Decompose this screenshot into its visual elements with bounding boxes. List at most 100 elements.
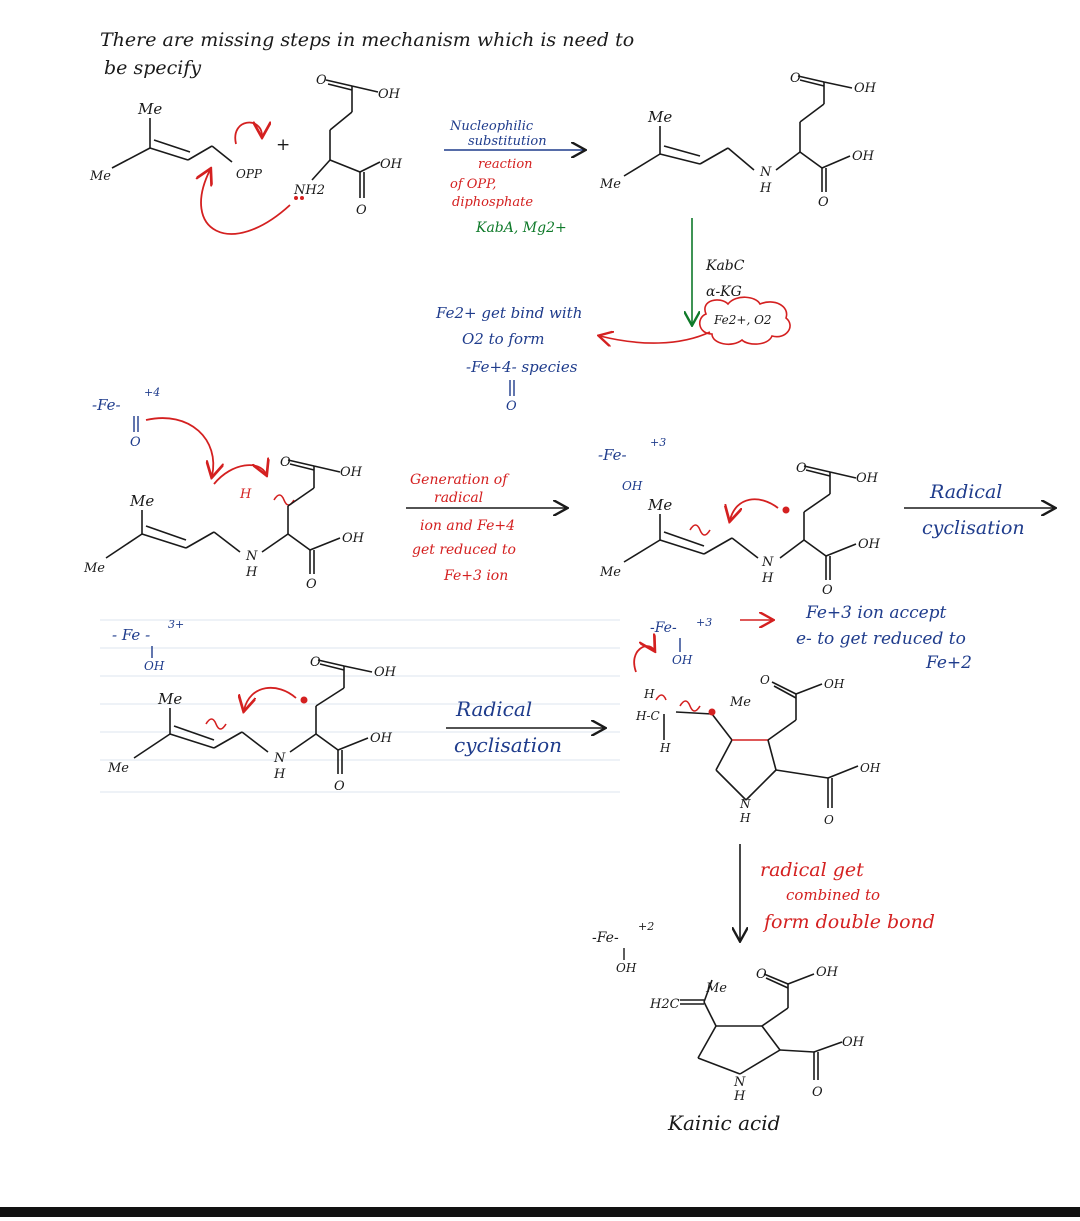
rad1-o-bottom: O [822,583,833,598]
radical-intermediate-2 [133,659,373,774]
product1-n: N [759,165,772,180]
arrow1-text-1: substitution [468,134,547,149]
radical-intermediate-1 [623,465,857,580]
glutamate-oh-top: OH [378,87,401,102]
lone-pair-dot [300,196,304,200]
product1-o-top: O [790,71,801,86]
sub-left-oh-top: OH [340,465,363,480]
akg-label: α-KG [706,284,742,300]
radical-dot-3 [708,708,716,716]
note-line-2: -Fe+4- species [466,358,578,376]
arrow3-text-3: get reduced to [412,542,516,558]
product1-me-top: Me [647,108,672,126]
arrow4-text-1: cyclisation [454,733,562,757]
arrow5-text-1: combined to [786,886,880,904]
sub-left-oh-bottom: OH [342,531,365,546]
rad2-h: H [273,767,286,782]
fe-note-1: e- to get reduced to [796,629,966,649]
product1-oh-bottom: OH [852,149,875,164]
kainic-me: Me [705,981,727,996]
glutamate-o-top: O [316,73,327,88]
cyclisation-top-1: cyclisation [922,517,1025,539]
product1-me-left: Me [599,177,621,192]
cyclisation-top-0: Radical [929,481,1002,503]
arrow3-text-4: Fe+3 ion [443,568,508,584]
curly-arrow-h [213,465,266,485]
rad2-me-left: Me [107,761,129,776]
curly-arrow-nh2-attack [201,170,291,235]
arrow1-text-0: Nucleophilic [449,119,534,134]
sub-left-me-left: Me [83,561,105,576]
glutamate-o-bottom: O [356,203,367,218]
sub-left-h: H [245,565,258,580]
curly-arrow-opp-leaving [234,123,262,145]
glutamate [311,79,381,198]
arrow3-text-0: Generation of [410,472,510,488]
hcc-hc: H-C [635,709,660,723]
fe2-oh: OH [616,961,637,975]
sub-left-o-top: O [280,455,291,470]
product1-o-bottom: O [818,195,829,210]
curly-arrow-oxo [145,417,213,476]
kabc-label: KabC [705,258,745,274]
prenyl-me-left: Me [89,169,111,184]
fe3-right: -Fe- [598,446,627,464]
fe3-left-charge: 3+ [168,618,184,631]
fe4-left-o: O [130,435,141,450]
rad1-o-top: O [796,461,807,476]
fe3-right-2-charge: +3 [696,616,712,629]
arrow3-text-2: ion and Fe+4 [420,518,515,534]
rad1-h: H [761,571,774,586]
pyrrolidine-radical [663,681,859,808]
fishhook-arrow-2 [689,524,711,536]
notebook-rules [100,619,620,793]
prenyl-glutamate-product [623,75,853,192]
kainic-oh-top: OH [816,965,839,980]
rad1-n: N [761,555,774,570]
sub-left-n: N [245,549,258,564]
h-label: H [239,487,252,502]
fe2-charge: +2 [638,920,654,933]
plus-sign: + [276,135,290,155]
note-oxo-bond [509,380,515,396]
fe-o2-label: Fe2+, O2 [713,313,772,327]
rad1-oh-bottom: OH [858,537,881,552]
heading: There are missing steps in mechanism whi… [100,29,634,79]
kainic-o-bottom: O [812,1085,823,1100]
prenyl-diphosphate [111,118,233,169]
note-line-0: Fe2+ get bind with [435,304,582,322]
fe3-right-2: -Fe- [650,620,677,636]
rad2-oh-top: OH [374,665,397,680]
kainic-acid [680,973,843,1080]
cyc-me: Me [729,695,751,710]
rad2-o-top: O [310,655,321,670]
fe2: -Fe- [592,930,619,946]
kainic-oh-bottom: OH [842,1035,865,1050]
hcc-h-top: H [643,687,655,701]
cyc-o-bottom: O [824,813,834,827]
lone-pair-dot [294,196,298,200]
product-name: Kainic acid [667,1111,780,1135]
arrow5-text-2: form double bond [762,911,935,933]
glutamate-nh2: NH2 [293,183,325,198]
fe-note-2: Fe+2 [925,653,972,673]
fishhook-arrow-4 [679,700,701,712]
radical-dot-1 [782,506,790,514]
arrow1-text-2: reaction [478,157,533,172]
cyc-o-top: O [760,673,770,687]
cyc-oh-bottom: OH [860,761,881,775]
cyc-h: H [739,811,751,825]
rad2-oh-bottom: OH [370,731,393,746]
fe-note-0: Fe+3 ion accept [805,603,947,623]
sub-left-me-top: Me [129,492,154,510]
substrate-left [105,459,341,574]
glutamate-oh-bottom: OH [380,157,403,172]
radical-dot-2 [300,696,308,704]
note-line-1: O2 to form [462,330,544,348]
arrow1-text-3: of OPP, [450,177,496,192]
rad2-n: N [273,751,286,766]
kainic-h: H [733,1089,746,1104]
fe3-left-oh: OH [144,659,165,673]
rad2-me-top: Me [157,690,182,708]
